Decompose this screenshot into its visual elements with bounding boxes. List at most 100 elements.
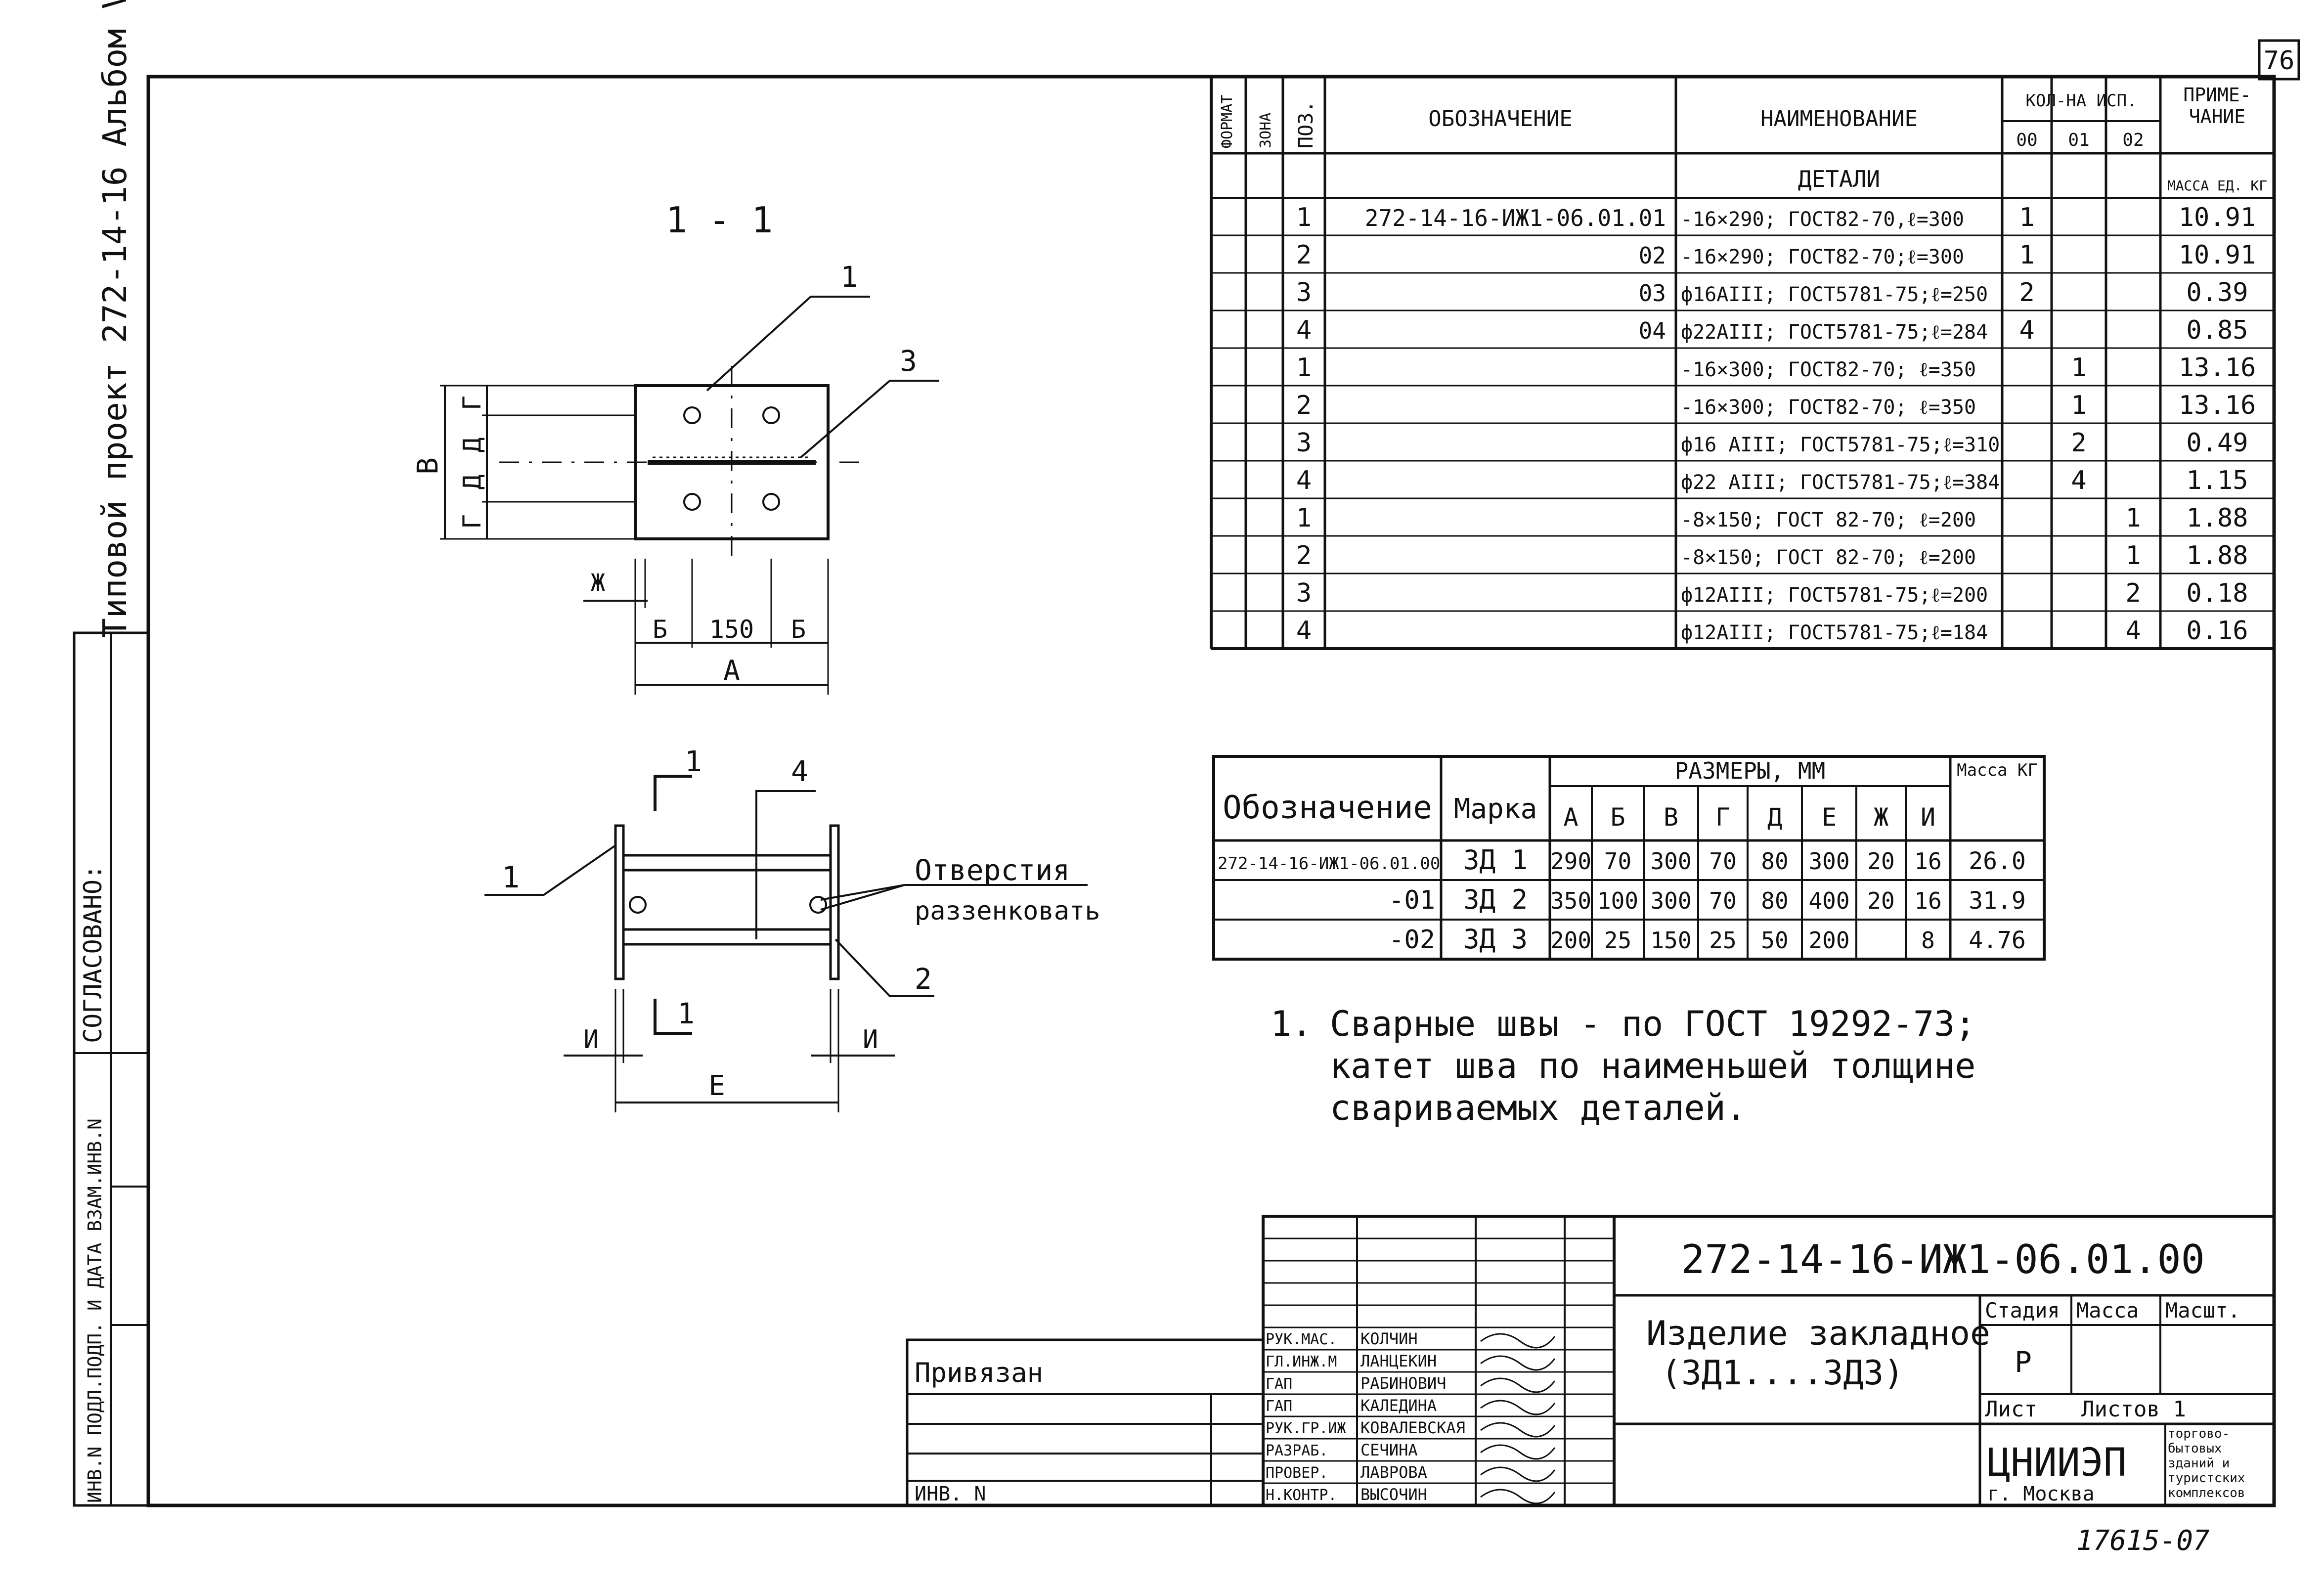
spec-row-name: -16×290; ГОСТ82-70,ℓ=300 xyxy=(1681,208,1964,231)
note-line2: катет шва по наименьшей толщине xyxy=(1330,1046,1975,1086)
signature-mark xyxy=(1480,1489,1556,1504)
signer-role: ГЛ.ИНЖ.М xyxy=(1266,1353,1337,1370)
dim-B-left: Б xyxy=(653,615,667,644)
spec-row-qty-00: 2 xyxy=(2019,278,2034,308)
stage-label: Стадия xyxy=(1985,1298,2060,1323)
spec-row-mass: 0.18 xyxy=(2186,578,2248,608)
section-title-details: ДЕТАЛИ xyxy=(1798,166,1880,192)
spec-row-mass: 10.91 xyxy=(2179,240,2256,270)
spec-row-name: ф22 АIII; ГОСТ5781-75;ℓ=384 xyxy=(1681,471,2000,494)
spec-row-pos: 3 xyxy=(1296,578,1312,608)
dim-V: В xyxy=(411,457,444,475)
spec-row-pos: 4 xyxy=(1296,466,1312,495)
dims-row-value: 25 xyxy=(1709,927,1736,954)
dims-row-mass: 4.76 xyxy=(1969,926,2026,954)
section-label: 1 - 1 xyxy=(666,199,773,241)
spec-row-qty-02: 2 xyxy=(2125,578,2141,608)
bottom-stamp: 17615-07 xyxy=(2076,1525,2210,1557)
dims-row-designation: -02 xyxy=(1389,925,1435,955)
dims-header-col: Б xyxy=(1610,803,1625,832)
spec-row-name: ф12АIII; ГОСТ5781-75;ℓ=200 xyxy=(1681,584,1988,607)
linked-box xyxy=(906,1338,1265,1507)
leader-4-line xyxy=(755,790,816,939)
spec-row-mass: 0.49 xyxy=(2186,428,2248,458)
signer-role: ГАП xyxy=(1266,1398,1292,1415)
spec-row-mass: 0.16 xyxy=(2186,616,2248,646)
spec-row-name: ф12АIII; ГОСТ5781-75;ℓ=184 xyxy=(1681,621,1988,644)
dims-row-value: 100 xyxy=(1597,887,1638,914)
signature-mark xyxy=(1480,1444,1556,1460)
spec-row-designation: 272-14-16-ИЖ1-06.01.01 xyxy=(1365,205,1666,231)
spec-row-designation: 02 xyxy=(1639,242,1666,269)
header-name: НАИМЕНОВАНИЕ xyxy=(1760,106,1918,132)
stage-value: Р xyxy=(2015,1345,2032,1379)
dims-row-value: 200 xyxy=(1550,927,1591,954)
signature-mark xyxy=(1480,1466,1556,1482)
leader-1-label: 1 xyxy=(840,260,858,294)
spec-row-name: -8×150; ГОСТ 82-70; ℓ=200 xyxy=(1681,546,1976,569)
header-zone: ЗОНА xyxy=(1257,113,1274,148)
dims-row-mark: ЗД 3 xyxy=(1463,924,1528,955)
side-plate-left xyxy=(614,824,625,980)
dims-row-value: 300 xyxy=(1808,848,1849,875)
spec-row-name: -16×300; ГОСТ82-70; ℓ=350 xyxy=(1681,396,1976,419)
side-plate-right xyxy=(829,824,840,980)
cut-label-top: 1 xyxy=(685,745,702,778)
spec-row-mass: 13.16 xyxy=(2179,391,2256,420)
mass-label: Масса xyxy=(2076,1298,2139,1323)
spec-row-designation: 03 xyxy=(1639,280,1666,307)
dims-row-value: 400 xyxy=(1808,887,1849,914)
header-qty-00: 00 xyxy=(2016,130,2037,150)
leader-4-label: 4 xyxy=(791,754,808,788)
dim-I-left: И xyxy=(583,1025,599,1055)
leader-2-label: 2 xyxy=(915,962,932,996)
signer-role: ПРОВЕР. xyxy=(1266,1464,1328,1482)
signer-role: РУК.ГР.ИЖ xyxy=(1266,1420,1346,1437)
dims-header-col: Д xyxy=(1767,803,1782,832)
spec-row-qty-00: 1 xyxy=(2019,203,2034,232)
signer-role: Н.КОНТР. xyxy=(1266,1487,1337,1504)
dims-row-value: 50 xyxy=(1761,927,1788,954)
org-name: ЦНИИЭП xyxy=(1987,1441,2127,1485)
leader-1-line xyxy=(706,296,870,392)
signer-role: ГАП xyxy=(1266,1375,1292,1393)
dims-header-col: Е xyxy=(1822,803,1837,832)
side-hole-left xyxy=(629,896,647,914)
spec-row-mass: 1.88 xyxy=(2186,541,2248,571)
signer-name: КОЛЧИН xyxy=(1360,1329,1418,1348)
signer-name: РАБИНОВИЧ xyxy=(1360,1374,1446,1393)
dims-row-value: 16 xyxy=(1914,848,1941,875)
dims-header-col: И xyxy=(1921,803,1935,832)
dims-header-col: В xyxy=(1664,803,1678,832)
side-hole-right xyxy=(809,896,827,914)
doc-title-1: Изделие закладное xyxy=(1646,1314,1990,1353)
side-leader-1-label: 1 xyxy=(502,860,520,895)
spec-row-qty-02: 4 xyxy=(2125,616,2141,646)
spec-row-name: -16×290; ГОСТ82-70;ℓ=300 xyxy=(1681,246,1964,268)
unit-mass-label: МАССА ЕД. КГ xyxy=(2167,177,2267,194)
spec-row-pos: 4 xyxy=(1296,315,1312,345)
org-department: торгово-бытовых зданий и туристских комп… xyxy=(2168,1426,2245,1500)
dim-B-right: Б xyxy=(791,615,806,644)
spec-row-pos: 4 xyxy=(1296,616,1312,646)
spec-row-qty-02: 1 xyxy=(2125,503,2141,533)
note-line1: Сварные швы - по ГОСТ 19292-73; xyxy=(1330,1004,1975,1044)
dims-row-value: 300 xyxy=(1650,848,1691,875)
dim-I-right: И xyxy=(863,1025,878,1055)
cut-label-bottom: 1 xyxy=(677,997,695,1030)
spec-row-pos: 2 xyxy=(1296,240,1312,270)
sheet-number: 76 xyxy=(2264,46,2295,76)
spec-row-name: ф16 АIII; ГОСТ5781-75;ℓ=310 xyxy=(1681,434,2000,456)
doc-code: 272-14-16-ИЖ1-06.01.00 xyxy=(1681,1236,2205,1282)
sheet-label: Лист xyxy=(1985,1397,2037,1422)
signer-role: РУК.МАС. xyxy=(1266,1331,1337,1348)
section-view: 1 - 1 1 3 В Г Д Д Г xyxy=(411,199,939,695)
spec-row-mass: 13.16 xyxy=(2179,353,2256,383)
spec-row-qty-01: 1 xyxy=(2071,353,2086,383)
linked-label: Привязан xyxy=(915,1357,1043,1388)
dims-header-sizes: РАЗМЕРЫ, ММ xyxy=(1675,757,1826,784)
signer-name: ЛАНЦЕКИН xyxy=(1360,1352,1437,1370)
spec-row-qty-01: 4 xyxy=(2071,466,2086,495)
signature-mark xyxy=(1480,1400,1556,1415)
dim-D2: Д xyxy=(458,475,486,489)
